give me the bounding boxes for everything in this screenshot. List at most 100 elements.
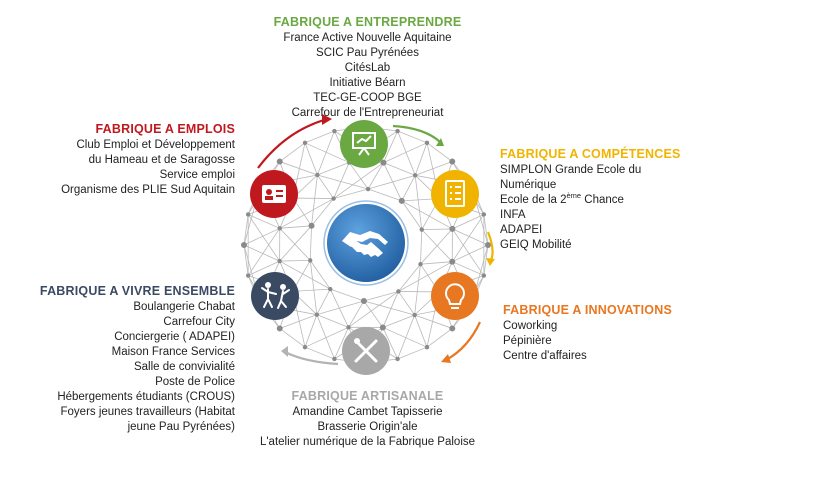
list-item: France Active Nouvelle Aquitaine: [283, 32, 452, 44]
network-dot: [332, 128, 337, 134]
list-item: Salle de convivialité: [133, 361, 235, 373]
network-edge: [279, 225, 312, 229]
list-item: Organisme des PLIE Sud Aquitain: [61, 184, 235, 196]
network-edge: [243, 214, 249, 246]
network-dot: [332, 356, 337, 362]
network-edge: [309, 260, 331, 290]
network-edge: [452, 228, 485, 276]
node-vivre: [251, 272, 299, 320]
network-edge: [452, 228, 489, 246]
checklist-icon: [445, 180, 465, 207]
list-item: Club Emploi et Développement: [76, 139, 235, 151]
network-edge: [398, 261, 453, 292]
arrow-innovations-to-artisanale: [445, 321, 481, 361]
list-item: ADAPEI: [500, 224, 543, 236]
network-edge: [367, 162, 384, 190]
list-item: TEC-GE-COOP BGE: [313, 92, 422, 104]
node-emplois: [250, 170, 298, 218]
network-edge: [415, 161, 453, 176]
network-edge: [367, 174, 416, 190]
network-edge: [414, 314, 453, 329]
network-edge: [243, 227, 280, 246]
network-edge: [333, 188, 369, 199]
network-edge: [397, 130, 428, 144]
network-dot: [331, 196, 336, 201]
network-edge: [317, 130, 335, 176]
network-dot: [398, 197, 405, 204]
network-edge: [292, 288, 331, 292]
network-dot: [449, 258, 456, 265]
network-dot: [424, 140, 430, 146]
network-edge: [304, 314, 318, 348]
list-item: Poste de Police: [155, 376, 235, 388]
group-title-emplois: FABRIQUE A EMPLOIS: [95, 122, 235, 136]
list-item: Centre d'affaires: [503, 350, 587, 362]
cycle-arrows: [257, 114, 495, 366]
list-item: SIMPLON Grande Ecole du: [500, 164, 642, 176]
network-edge: [316, 314, 335, 360]
network-edge: [363, 291, 399, 302]
network-dot: [419, 227, 424, 232]
network-edge: [348, 291, 399, 328]
network-edge: [397, 314, 415, 360]
network-dot: [449, 225, 456, 232]
network-edge: [382, 314, 415, 328]
network-edge: [279, 142, 306, 162]
network-edge: [279, 259, 311, 262]
network-dot: [276, 325, 283, 332]
presentation-board-icon: [352, 132, 376, 156]
network-dot: [315, 172, 320, 178]
network-edge: [426, 328, 453, 348]
network-edge: [414, 142, 428, 176]
network-edge: [304, 326, 349, 348]
list-item: Conciergerie ( ADAPEI): [114, 331, 235, 343]
network-edge: [367, 188, 402, 202]
network-edge: [420, 228, 453, 265]
network-edge: [279, 328, 306, 348]
network-dot: [308, 222, 315, 229]
list-item: Numérique: [500, 179, 557, 191]
network-edge: [382, 327, 398, 360]
network-dot: [412, 173, 418, 178]
network-dot: [302, 344, 308, 350]
network-dot: [449, 158, 456, 165]
network-dot: [277, 258, 282, 264]
network-dot: [485, 242, 491, 248]
network-edge: [348, 162, 369, 190]
group-title-entreprendre: FABRIQUE A ENTREPRENDRE: [273, 15, 462, 29]
network-edge: [279, 161, 318, 176]
group-vivre: FABRIQUE A VIVRE ENSEMBLE Boulangerie Ch…: [30, 283, 235, 435]
node-innovations: [431, 272, 479, 320]
network-edge: [382, 327, 428, 348]
network-dot: [424, 344, 430, 350]
network-dot: [276, 158, 283, 165]
network-dot: [380, 159, 387, 166]
network-edge: [383, 162, 416, 176]
list-item: SCIC Pau Pyrénées: [316, 47, 419, 59]
network-edge: [483, 244, 489, 276]
network-edge: [420, 229, 423, 265]
network-dot: [245, 273, 251, 278]
network-edge: [363, 300, 415, 316]
network-edge: [401, 200, 423, 230]
network-dot: [395, 128, 400, 134]
network-edge: [397, 130, 416, 176]
group-title-vivre: FABRIQUE A VIVRE ENSEMBLE: [39, 284, 235, 298]
wrench-screwdriver-icon: [354, 338, 378, 363]
network-dot: [346, 325, 351, 330]
list-item: Hébergements étudiants (CROUS): [57, 391, 235, 403]
network-edge: [363, 300, 384, 328]
network-dot: [481, 273, 487, 278]
network-edge: [309, 260, 318, 315]
network-dot: [418, 262, 423, 267]
network-edge: [279, 314, 317, 329]
list-item: Initiative Béarn: [329, 77, 406, 89]
network-edge: [279, 228, 311, 261]
network-edge: [247, 214, 280, 229]
list-item: INFA: [500, 209, 526, 221]
network-edge: [247, 260, 280, 276]
network-dot: [302, 140, 308, 146]
network-edge: [414, 264, 421, 316]
lightbulb-icon: [445, 283, 465, 309]
